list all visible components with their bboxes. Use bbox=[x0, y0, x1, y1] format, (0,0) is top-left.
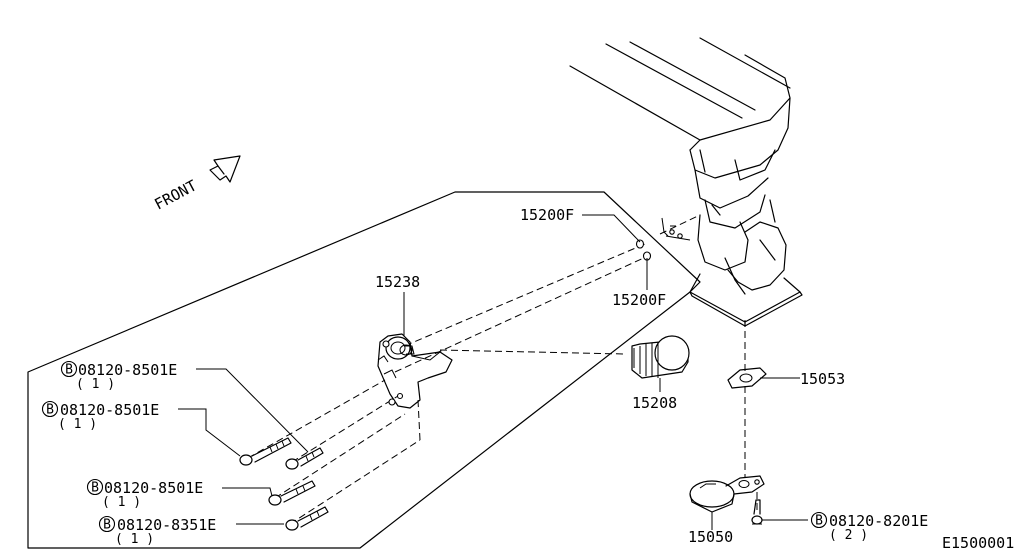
leader-lines bbox=[178, 214, 808, 530]
bolt-part-number: 08120-8201E bbox=[829, 512, 928, 530]
bolt-part-number: 08120-8501E bbox=[104, 479, 203, 497]
bolt-b-marker-letter: B bbox=[103, 518, 111, 533]
front-arrow-icon bbox=[209, 155, 241, 183]
bolt-b-marker-icon bbox=[98, 515, 116, 533]
bolt-quantity: ( 2 ) bbox=[829, 528, 868, 543]
callout-gasket-upper: 15200F bbox=[520, 206, 574, 224]
bolt-callout: B 08120-8351E ( 1 ) bbox=[98, 515, 216, 547]
oil-filter bbox=[631, 335, 690, 379]
bolt-quantity: ( 1 ) bbox=[58, 417, 97, 432]
bolt-b-marker-icon bbox=[86, 478, 104, 496]
callout-oil-strainer: 15050 bbox=[688, 528, 733, 546]
bolt-callout: B 08120-8501E ( 1 ) bbox=[41, 400, 159, 432]
bolt-callout: B 08120-8501E ( 1 ) bbox=[86, 478, 203, 510]
engine-block bbox=[569, 37, 803, 327]
oil-strainer-gasket bbox=[727, 367, 767, 389]
bolt-part-number: 08120-8501E bbox=[78, 361, 177, 379]
callout-oil-filter: 15208 bbox=[632, 394, 677, 412]
bolt-b-marker-letter: B bbox=[46, 403, 54, 418]
o-ring-gasket-upper bbox=[635, 239, 645, 249]
bolt-icon bbox=[268, 480, 316, 506]
mounting-surface-marks bbox=[661, 217, 691, 241]
bolt-b-marker-letter: B bbox=[815, 514, 823, 529]
bolt-callout: B 08120-8201E ( 2 ) bbox=[810, 511, 928, 543]
oil-strainer bbox=[689, 475, 765, 513]
bolt-b-marker-icon bbox=[41, 400, 59, 418]
diagram-code: E1500001 bbox=[942, 534, 1014, 552]
bolt-icon bbox=[285, 506, 329, 531]
bolt-quantity: ( 1 ) bbox=[115, 532, 154, 547]
detail-frame bbox=[27, 191, 701, 549]
bolt-quantity: ( 1 ) bbox=[102, 495, 141, 510]
oil-filter-bracket bbox=[377, 333, 453, 409]
bolt-callout: B 08120-8501E ( 1 ) bbox=[60, 360, 177, 392]
bolt-icon bbox=[239, 437, 292, 466]
callout-oil-strainer-gasket: 15053 bbox=[800, 370, 845, 388]
callout-gasket-lower: 15200F bbox=[612, 291, 666, 309]
bolt-b-marker-letter: B bbox=[91, 481, 99, 496]
bolt-b-marker-icon bbox=[60, 360, 78, 378]
callout-oil-filter-bracket: 15238 bbox=[375, 273, 420, 291]
bolt-part-number: 08120-8501E bbox=[60, 401, 159, 419]
bolt-quantity: ( 1 ) bbox=[76, 377, 115, 392]
assembly-dashed-lines bbox=[247, 214, 758, 525]
bolt-icon bbox=[285, 447, 324, 470]
bolt-b-marker-icon bbox=[810, 511, 828, 529]
bolt-b-marker-letter: B bbox=[65, 363, 73, 378]
front-direction-label: FRONT bbox=[151, 176, 199, 213]
bolt-part-number: 08120-8351E bbox=[117, 516, 216, 534]
